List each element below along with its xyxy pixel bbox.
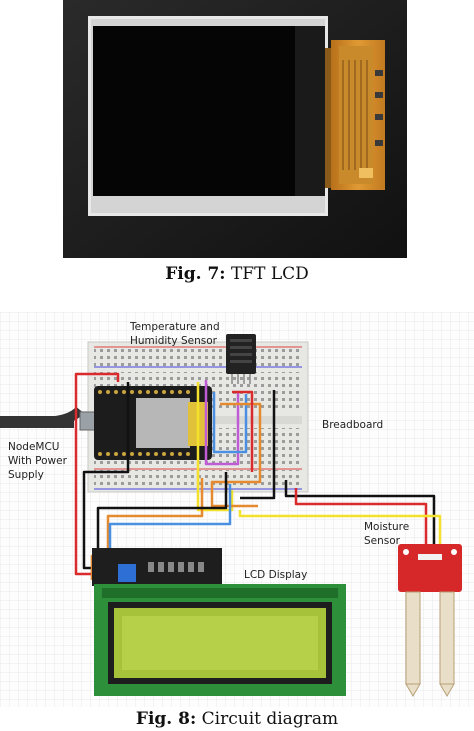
figure-8-caption-label: Fig. 8: — [135, 709, 197, 729]
nodemcu-label-line2: With Power — [8, 455, 67, 467]
sensor-label-line1: Temperature and — [130, 321, 220, 333]
breadboard-label: Breadboard — [322, 419, 384, 431]
figure-8-caption: Fig. 8: Circuit diagram — [0, 709, 474, 729]
nodemcu-label-line1: NodeMCU — [8, 441, 60, 453]
lcd-label: LCD Display — [244, 569, 308, 581]
moisture-label: Moisture Sensor — [364, 520, 409, 548]
figure-8-caption-text: Circuit diagram — [196, 709, 339, 729]
moisture-label-line1: Moisture — [364, 521, 410, 533]
sensor-label-line2: Humidity Sensor — [130, 335, 217, 347]
figure-7-caption-label: Fig. 7: — [165, 264, 226, 284]
circuit-diagram: Temperature and Humidity Sensor Breadboa… — [0, 312, 474, 707]
moisture-label-line2: Sensor — [364, 535, 400, 547]
tft-lcd-photo — [63, 0, 407, 258]
nodemcu-label-line3: Supply — [8, 469, 44, 481]
nodemcu-label: NodeMCU With Power Supply — [8, 440, 67, 482]
figure-7-caption: Fig. 7: TFT LCD — [0, 264, 474, 284]
sensor-label: Temperature and Humidity Sensor — [130, 320, 220, 348]
figure-7-caption-text: TFT LCD — [225, 264, 309, 284]
